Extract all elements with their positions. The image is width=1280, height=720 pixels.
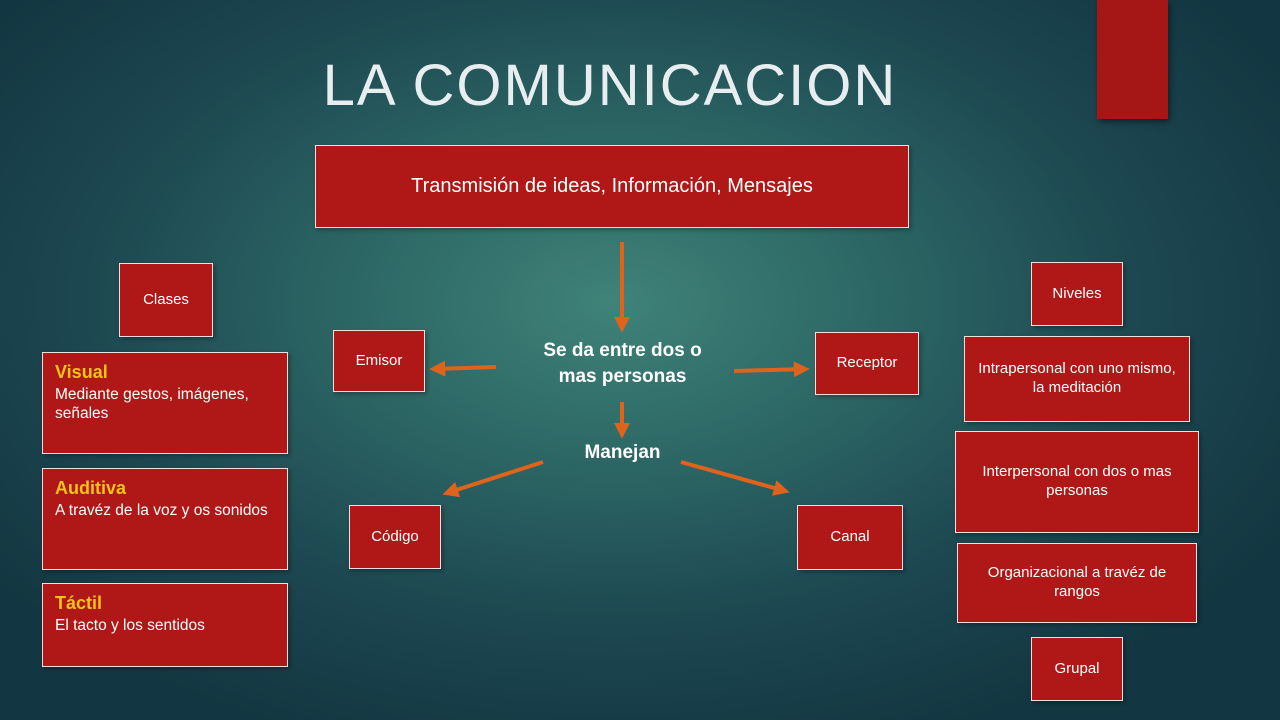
manejan-label: Manejan xyxy=(584,442,661,463)
nivel-intrapersonal-text: Intrapersonal con uno mismo, la meditaci… xyxy=(978,360,1176,396)
nivel-intrapersonal-box: Intrapersonal con uno mismo, la meditaci… xyxy=(964,336,1190,422)
clase-tactil-text: El tacto y los sentidos xyxy=(55,616,205,634)
center-line-1: Se da entre dos o xyxy=(543,340,702,361)
clase-auditiva-text: A travéz de la voz y os sonidos xyxy=(55,501,268,519)
clase-auditiva-heading: Auditiva xyxy=(55,478,127,498)
clase-visual-heading: Visual xyxy=(55,362,108,382)
canal-box: Canal xyxy=(797,505,903,570)
nivel-grupal-text: Grupal xyxy=(1054,659,1100,677)
canal-label: Canal xyxy=(830,528,870,546)
receptor-label: Receptor xyxy=(836,354,898,372)
arrow-manejan-to-canal xyxy=(680,460,790,496)
arrow-manejan-to-codigo xyxy=(442,460,544,498)
nivel-organizacional-text: Organizacional a travéz de rangos xyxy=(987,564,1167,600)
arrow-center-to-receptor xyxy=(733,361,810,378)
niveles-box: Niveles xyxy=(1031,262,1123,326)
clase-tactil-box: Táctil El tacto y los sentidos xyxy=(42,583,288,667)
receptor-box: Receptor xyxy=(815,332,919,395)
main-definition-text: Transmisión de ideas, Información, Mensa… xyxy=(411,175,813,197)
nivel-interpersonal-box: Interpersonal con dos o mas personas xyxy=(955,431,1199,533)
emisor-label: Emisor xyxy=(355,351,403,369)
nivel-grupal-box: Grupal xyxy=(1031,637,1123,701)
clases-box: Clases xyxy=(119,263,213,337)
clases-label: Clases xyxy=(143,290,189,308)
clase-visual-box: Visual Mediante gestos, imágenes, señale… xyxy=(42,352,288,454)
center-statement: Se da entre dos o mas personas xyxy=(500,338,745,389)
slide-title: LA COMUNICACION xyxy=(322,53,898,118)
nivel-organizacional-box: Organizacional a travéz de rangos xyxy=(957,543,1197,623)
arrow-center-to-emisor xyxy=(429,360,497,377)
codigo-label: Código xyxy=(371,527,419,545)
clase-auditiva-box: Auditiva A travéz de la voz y os sonidos xyxy=(42,468,288,570)
codigo-box: Código xyxy=(349,505,441,569)
accent-bar xyxy=(1097,0,1168,119)
main-definition-box: Transmisión de ideas, Información, Mensa… xyxy=(315,145,909,228)
clase-visual-text: Mediante gestos, imágenes, señales xyxy=(55,385,249,422)
center-line-2: mas personas xyxy=(558,365,687,387)
niveles-label: Niveles xyxy=(1052,284,1102,302)
nivel-interpersonal-text: Interpersonal con dos o mas personas xyxy=(982,463,1172,499)
emisor-box: Emisor xyxy=(333,330,425,392)
clase-tactil-heading: Táctil xyxy=(55,593,103,613)
